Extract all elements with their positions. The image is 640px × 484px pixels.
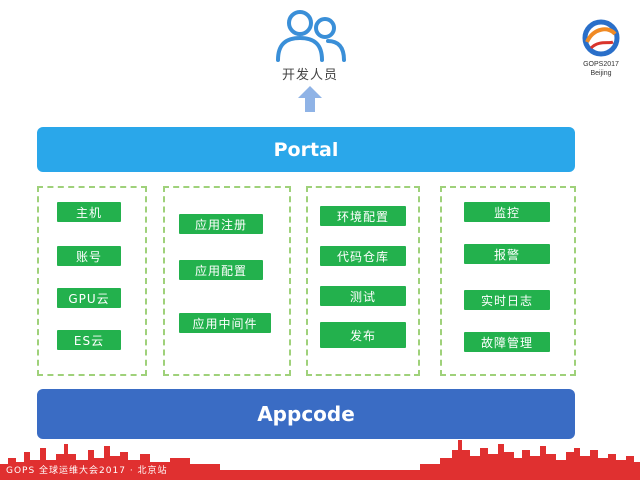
service-item-incident-mgmt: 故障管理 — [464, 332, 550, 352]
service-item-realtime-log: 实时日志 — [464, 290, 550, 310]
appcode-label: Appcode — [257, 402, 355, 426]
service-item-code-repo: 代码仓库 — [320, 246, 406, 266]
delivery-group: 环境配置 代码仓库 测试 发布 — [306, 186, 420, 376]
service-item-app-register: 应用注册 — [179, 214, 263, 234]
service-item-gpu-cloud: GPU云 — [57, 288, 121, 308]
users-icon — [272, 8, 348, 64]
portal-bar: Portal — [37, 127, 575, 172]
appcode-bar: Appcode — [37, 389, 575, 439]
portal-label: Portal — [273, 138, 339, 161]
service-item-test: 测试 — [320, 286, 406, 306]
gops-logo: GOPS2017 Beijing — [574, 18, 628, 80]
logo-line-1: GOPS2017 — [583, 61, 619, 68]
service-item-app-middleware: 应用中间件 — [179, 313, 271, 333]
up-arrow-icon — [298, 86, 322, 112]
service-item-monitor: 监控 — [464, 202, 550, 222]
service-item-account: 账号 — [57, 246, 121, 266]
service-item-release: 发布 — [320, 322, 406, 348]
application-group: 应用注册 应用配置 应用中间件 — [163, 186, 291, 376]
operations-group: 监控 报警 实时日志 故障管理 — [440, 186, 576, 376]
service-item-es-cloud: ES云 — [57, 330, 121, 350]
service-item-alert: 报警 — [464, 244, 550, 264]
skyline-decoration — [0, 430, 640, 480]
service-item-env-config: 环境配置 — [320, 206, 406, 226]
service-item-host: 主机 — [57, 202, 121, 222]
footer-text: GOPS 全球运维大会2017 · 北京站 — [6, 466, 168, 476]
infrastructure-group: 主机 账号 GPU云 ES云 — [37, 186, 147, 376]
logo-line-2: Beijing — [590, 70, 612, 77]
gops-logo-icon — [582, 19, 620, 57]
developers-label: 开发人员 — [281, 68, 338, 83]
service-item-app-config: 应用配置 — [179, 260, 263, 280]
